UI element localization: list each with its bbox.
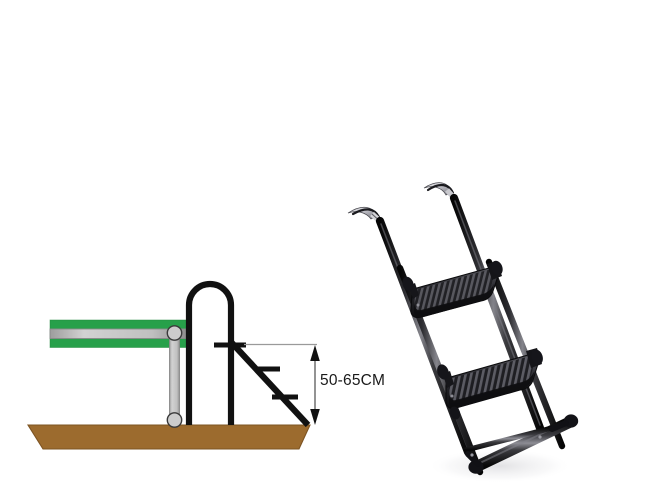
support-leg-tube [169,330,180,424]
rivet-lower [450,394,454,398]
bottom-joint-left [465,451,481,467]
clamp-lower-left [437,364,449,380]
tread-lower [443,348,542,410]
rear-leg-right [485,258,566,450]
tread-lower-front-face [449,371,535,409]
ground-surface [27,424,311,450]
handrail-arch-tube [185,280,235,425]
height-dimension [244,343,320,425]
ladder-rail [228,339,311,428]
bottom-cross-member [463,420,569,467]
product-shadow [428,449,572,483]
tread-lower-ribs [449,356,535,402]
clamp-upper-right [491,260,503,276]
clamp-upper-left [402,276,414,292]
schematic-diagram: 50-65CM [27,280,385,450]
hook-right-curve [426,183,455,195]
rivet-upper [416,303,420,307]
joint-top [166,325,183,341]
rivet-bottom-left [470,453,474,457]
dimension-arrow-bottom [310,409,320,425]
diagonal-ladder [228,339,311,428]
rivet-bottom-right [538,435,542,439]
mat-band-bottom [50,338,187,348]
dimension-arrow-top [310,345,320,361]
mat-band-top [50,320,187,330]
rail-clamps [402,260,543,420]
tread-upper-ribs [414,269,495,312]
joint-bottom [166,412,183,428]
clamp-lower-right [531,349,543,365]
ladder-product-photo [347,182,579,483]
frame-rail-horizontal [49,328,187,339]
tread-upper-front-face [414,284,494,318]
hook-left-curve [351,208,381,219]
ground-shape [27,424,311,450]
clamp-foot-left [449,406,461,420]
bottom-joint-right [549,420,569,432]
dimension-label: 50-65CM [320,372,385,389]
support-leg [169,330,180,424]
handrail-arch [185,280,235,425]
frame-rail-tube [49,328,187,339]
bottom-cross-tube [463,425,555,453]
